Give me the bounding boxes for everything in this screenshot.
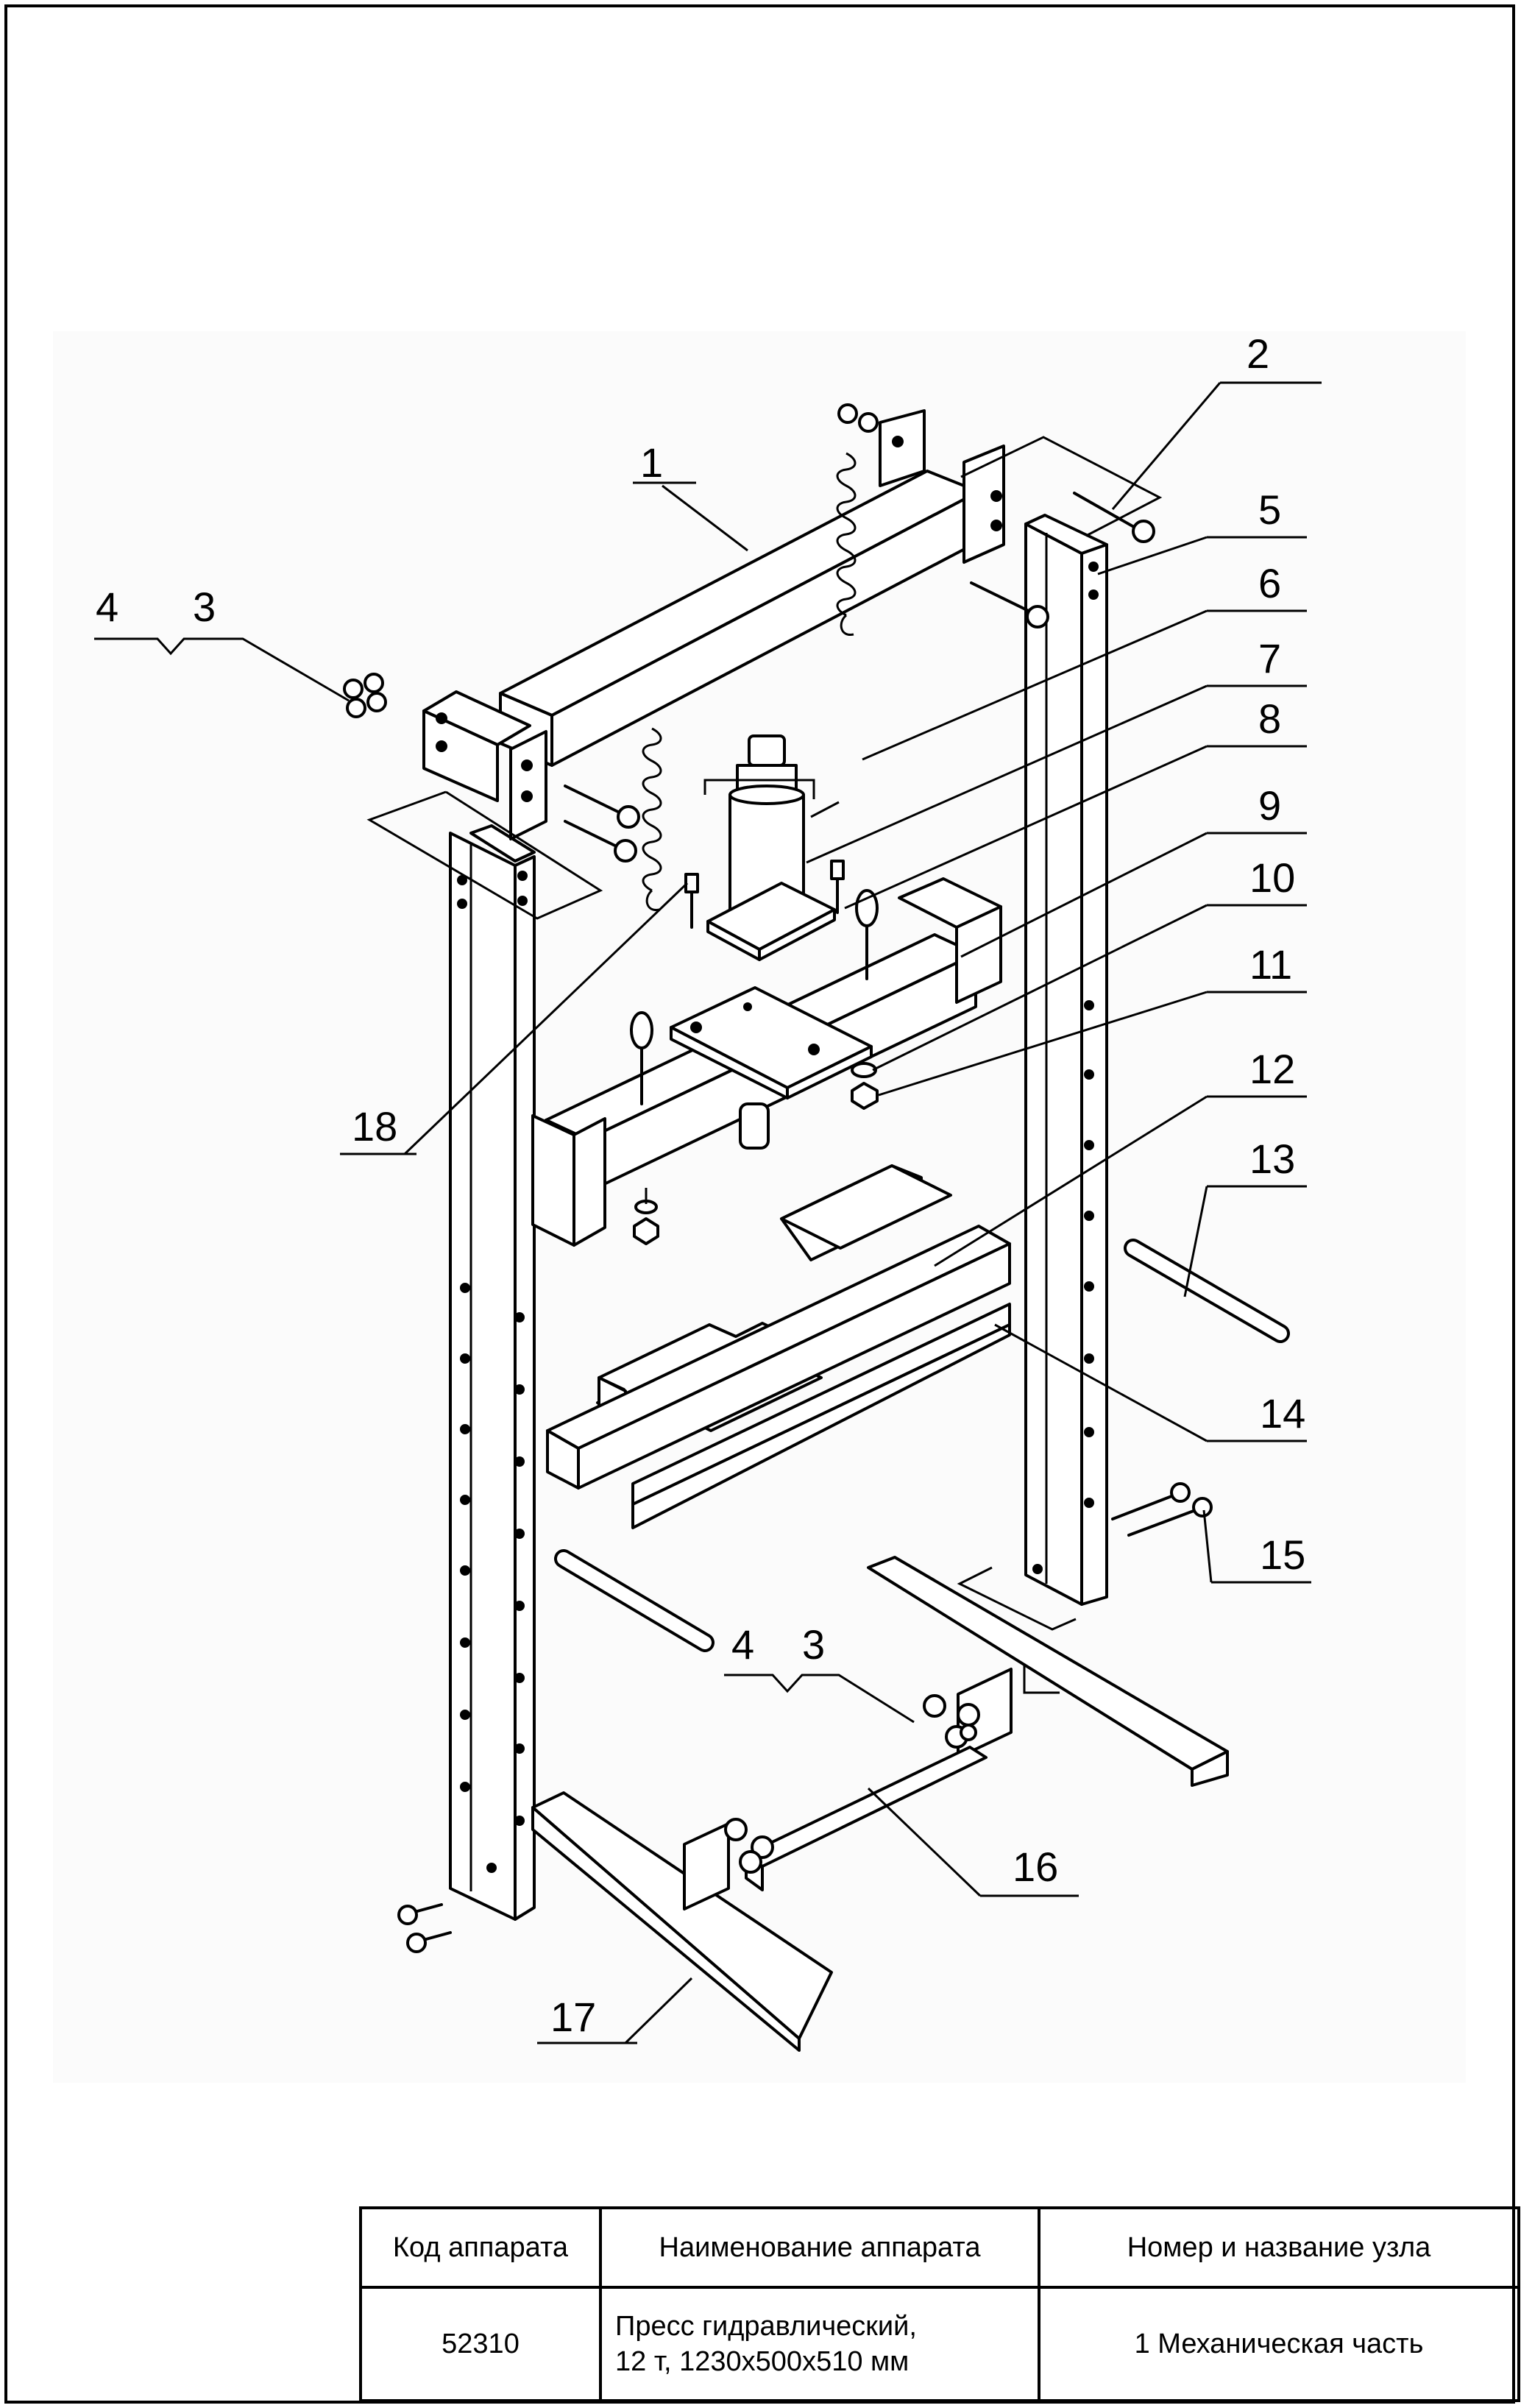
callout-3-top: 3 [193,584,216,630]
header-unit-number-name: Номер и название узла [1038,2206,1520,2289]
device-name-line-1: Пресс гидравлический, [615,2311,917,2342]
callout-3-bottom: 3 [802,1621,825,1668]
device-code: 52310 [359,2286,602,2402]
left-column [449,824,536,1921]
callout-9: 9 [1258,782,1281,829]
eye-bolts [630,889,879,1105]
callout-6: 6 [1258,560,1281,606]
callout-16: 16 [1013,1844,1058,1890]
callout-18: 18 [352,1103,397,1150]
drawing-sheet-border [4,4,1515,2404]
callout-4-bottom: 4 [731,1621,754,1668]
callout-1: 1 [640,439,663,486]
callout-5: 5 [1258,486,1281,533]
bed-channels [546,1225,1011,1529]
header-device-name: Наименование аппарата [599,2206,1040,2289]
callout-11: 11 [1249,941,1292,988]
leader-lines [94,381,1322,2044]
callout-13: 13 [1249,1136,1295,1182]
callout-12: 12 [1249,1046,1295,1092]
middle-beam [531,877,1002,1247]
base-assembly [397,1482,1229,2052]
callout-4-top: 4 [96,584,118,630]
device-name: Пресс гидравлический, 12 т, 1230x500x510… [599,2286,1040,2402]
device-name-line-2: 12 т, 1230x500x510 мм [615,2346,910,2377]
unit-number-name: 1 Механическая часть [1038,2286,1520,2402]
springs [642,452,857,911]
top-bolts [343,403,1155,863]
placement-lines [366,436,1163,1694]
callout-7: 7 [1258,635,1281,681]
callout-17: 17 [550,1994,596,2040]
title-block: Код аппарата Наименование аппарата Номер… [359,2206,1520,2402]
right-column [1024,514,1108,1606]
small-fasteners [633,860,879,1245]
callout-8: 8 [1258,695,1281,742]
callout-15: 15 [1260,1531,1305,1578]
callout-14: 14 [1260,1390,1305,1437]
callout-labels: 1 2 5 6 7 8 9 10 11 12 13 14 15 16 17 18… [96,330,1305,2040]
callout-10: 10 [1249,854,1295,901]
header-device-code: Код аппарата [359,2206,602,2289]
top-beam [422,409,1005,840]
pins [554,1239,1290,1652]
callout-2: 2 [1247,330,1269,377]
hydraulic-jack [703,734,840,961]
